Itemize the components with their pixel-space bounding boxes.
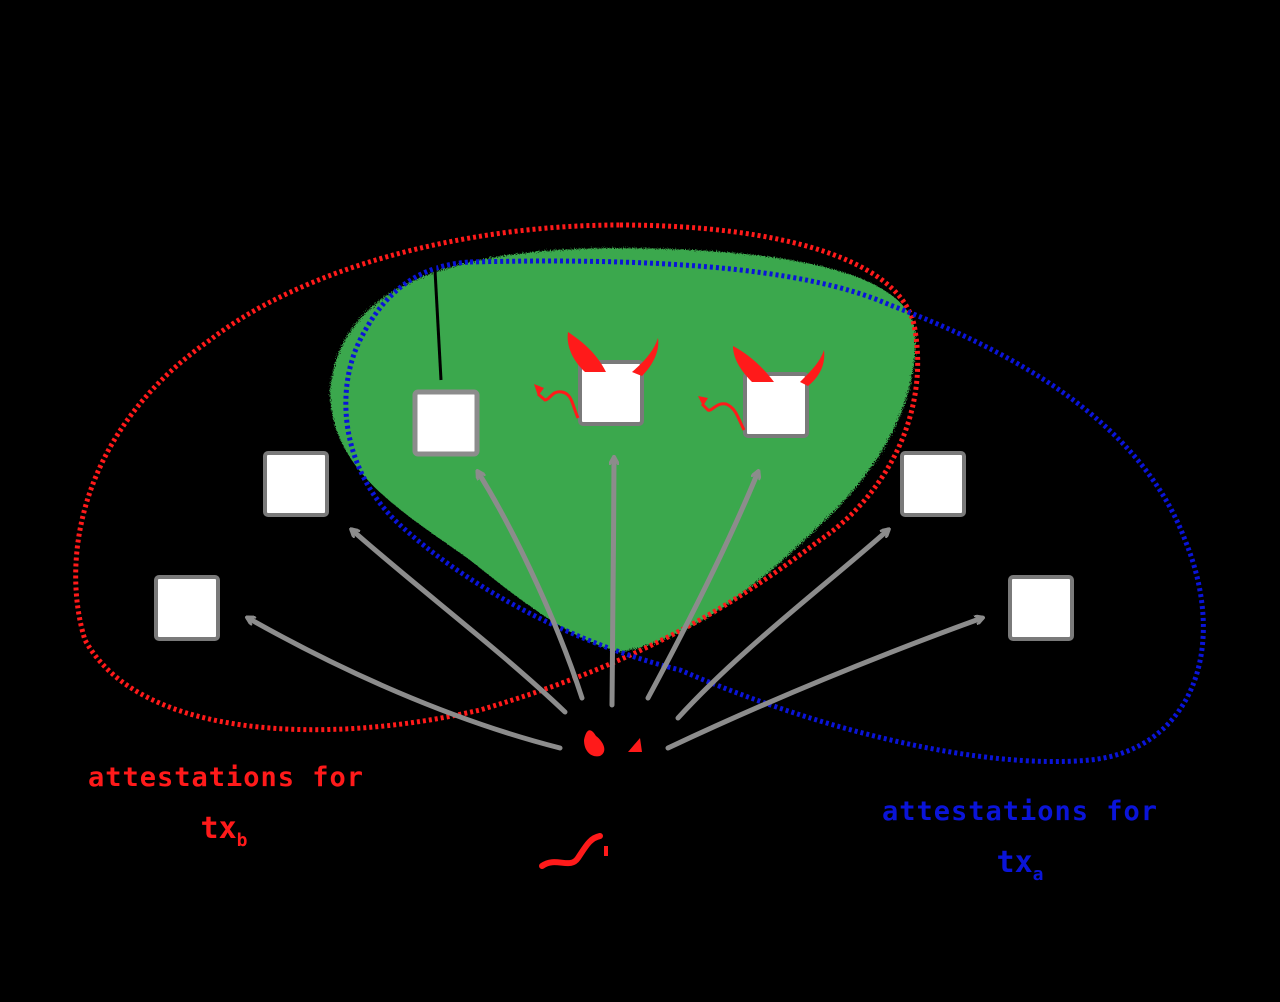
right-attestations-label: attestations for bbox=[882, 796, 1158, 827]
arrows bbox=[248, 458, 982, 751]
intersection-region bbox=[330, 248, 916, 652]
pointer-line bbox=[432, 251, 443, 381]
devil-tail-icon bbox=[537, 390, 580, 419]
left-attestations-label: attestations for bbox=[88, 762, 364, 793]
devil-icon bbox=[539, 730, 642, 869]
devil-tail-tip-icon bbox=[698, 396, 708, 406]
node-left bbox=[263, 451, 329, 517]
node-far-right bbox=[1008, 575, 1074, 641]
devil-tail-tip-icon bbox=[534, 384, 544, 396]
arrow-to-node-left bbox=[352, 530, 568, 715]
left-tx-label: txb bbox=[201, 811, 248, 851]
arrow-to-node-far-left bbox=[248, 615, 563, 751]
devil-horns-icon bbox=[733, 346, 825, 386]
node-right bbox=[900, 451, 966, 517]
devil-horns-icon bbox=[567, 332, 659, 376]
node-far-left bbox=[154, 575, 220, 641]
blue-quorum-boundary bbox=[343, 258, 1206, 765]
arrow-to-node-overlap-3 bbox=[645, 472, 758, 701]
node-overlap-1 bbox=[412, 389, 480, 457]
nodes bbox=[154, 360, 1074, 641]
arrow-to-node-right bbox=[675, 530, 888, 721]
devil-tail-icon bbox=[700, 402, 746, 431]
arrow-to-node-overlap-1 bbox=[478, 472, 585, 701]
arrow-to-node-far-right bbox=[665, 618, 982, 751]
node-overlap-3 bbox=[743, 372, 809, 438]
node-overlap-2 bbox=[578, 360, 644, 426]
right-tx-label: txa bbox=[997, 845, 1044, 885]
arrow-to-node-overlap-2 bbox=[612, 458, 614, 708]
